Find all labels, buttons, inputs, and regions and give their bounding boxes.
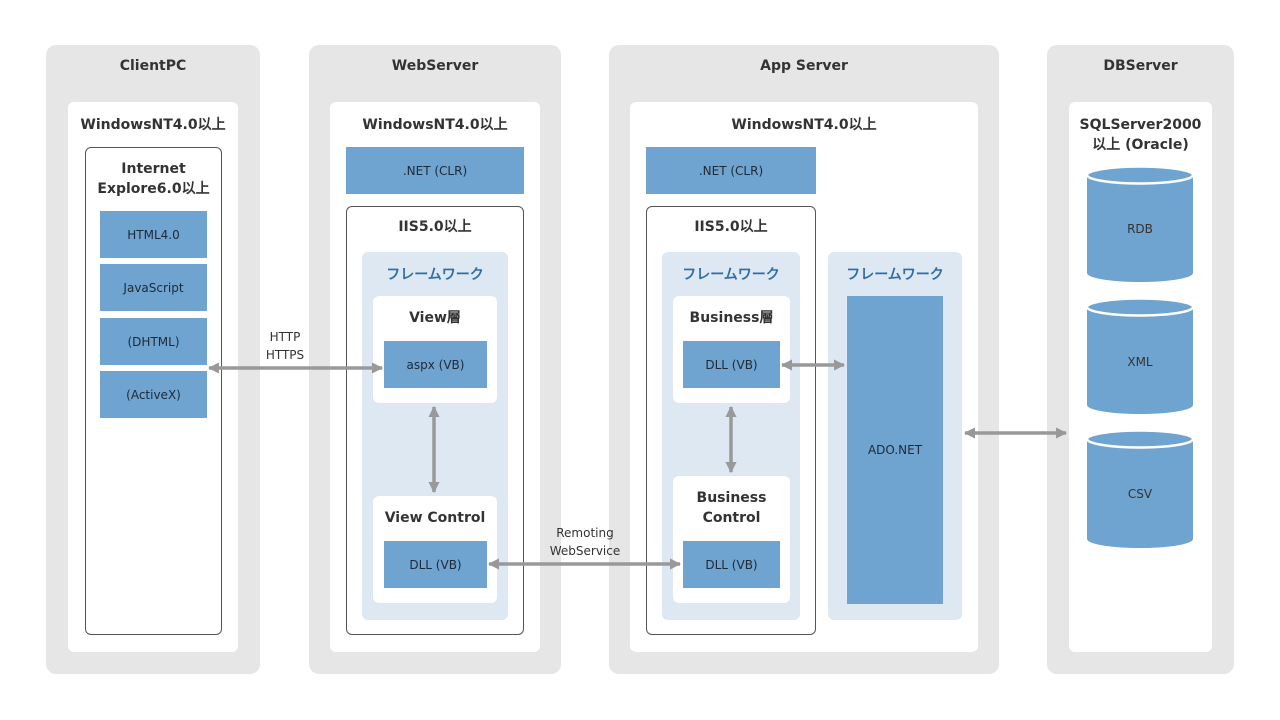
app-server-title: App Server	[760, 58, 848, 74]
client-os-title: WindowsNT4.0以上	[80, 117, 226, 133]
http-label-line2: HTTPS	[265, 348, 305, 362]
business-layer-title: Business層	[689, 310, 774, 326]
web-server-title: WebServer	[391, 58, 479, 74]
business-control-dll-box: DLL (VB)	[683, 541, 780, 588]
browser-title-line1: Internet	[121, 161, 186, 177]
business-control-title-line2: Control	[702, 510, 761, 526]
aspx-vb-box: aspx (VB)	[384, 341, 487, 388]
rdb-cylinder-icon	[1085, 165, 1195, 282]
db-os-title-line1: SQLServer2000	[1079, 117, 1202, 133]
browser-title-line2: Explore6.0以上	[97, 181, 210, 197]
web-os-title: WindowsNT4.0以上	[362, 117, 508, 133]
adonet-box: ADO.NET	[847, 296, 943, 604]
web-framework-title: フレームワーク	[386, 267, 484, 283]
web-iis-title: IIS5.0以上	[398, 219, 472, 235]
app-net-clr: .NET (CLR)	[646, 147, 816, 194]
xml-label: XML	[1127, 355, 1153, 369]
view-layer-title: View層	[409, 310, 461, 326]
view-control-dll-box: DLL (VB)	[384, 541, 487, 588]
view-control-title: View Control	[384, 510, 486, 526]
xml-cylinder-icon	[1085, 297, 1195, 414]
remoting-label: Remoting WebService	[540, 524, 630, 560]
dhtml-item: (DHTML)	[100, 318, 207, 365]
rdb-label: RDB	[1127, 222, 1153, 236]
remoting-label-line2: WebService	[549, 544, 621, 558]
csv-label: CSV	[1127, 487, 1153, 501]
activex-item: (ActiveX)	[100, 371, 207, 418]
db-os-title: SQLServer2000 以上 (Oracle)	[1069, 115, 1212, 155]
client-pc-title: ClientPC	[119, 58, 187, 74]
business-dll-box: DLL (VB)	[683, 341, 780, 388]
ado-framework-title: フレームワーク	[846, 267, 944, 283]
http-label: HTTP HTTPS	[250, 328, 320, 364]
html-item: HTML4.0	[100, 211, 207, 258]
business-control-title-line1: Business	[696, 490, 767, 506]
db-os-title-line2: 以上 (Oracle)	[1092, 137, 1189, 153]
app-os-title: WindowsNT4.0以上	[731, 117, 877, 133]
business-control-title: Business Control	[673, 488, 790, 528]
app-framework-title: フレームワーク	[682, 267, 780, 283]
db-server-title: DBServer	[1103, 58, 1178, 74]
http-label-line1: HTTP	[269, 330, 301, 344]
remoting-label-line1: Remoting	[556, 526, 614, 540]
javascript-item: JavaScript	[100, 264, 207, 311]
browser-title: Internet Explore6.0以上	[85, 159, 222, 199]
csv-cylinder-icon	[1085, 429, 1195, 548]
app-iis-title: IIS5.0以上	[694, 219, 768, 235]
web-net-clr: .NET (CLR)	[346, 147, 524, 194]
